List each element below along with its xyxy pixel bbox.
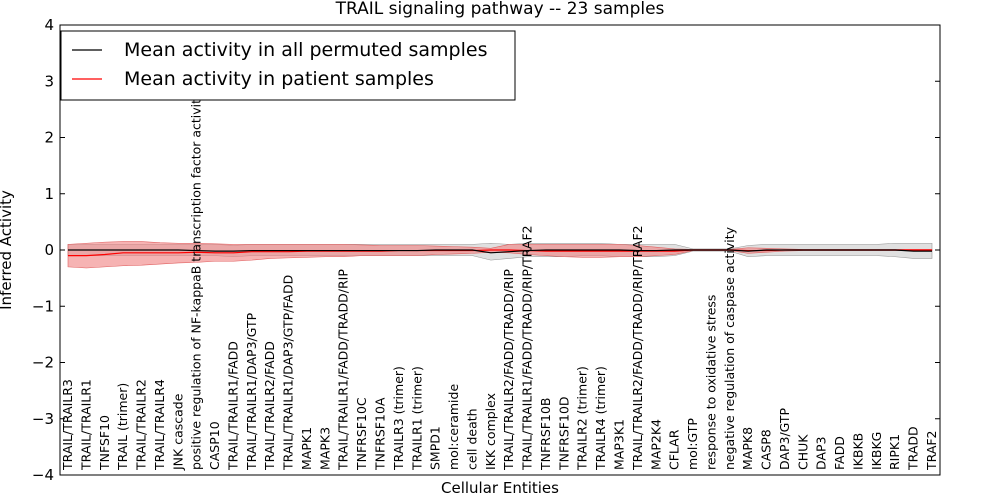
x-tick-label: MAP2K4 [648,419,663,470]
x-tick-label: MAPK8 [740,427,755,470]
x-tick-label: TRAIL/TRAILR2/FADD [262,341,277,471]
x-tick-label: TRAIL/TRAILR2/FADD/TRADD/RIP [501,269,516,471]
x-tick-label: TRAF2 [924,430,939,471]
x-tick-label: TRAIL/TRAILR1/FADD [225,341,240,471]
x-tick-label: response to oxidative stress [703,295,718,470]
x-tick-label: TRAILR1 (trimer) [409,366,424,471]
x-tick-label: mol:GTP [685,418,700,470]
x-tick-label: TRAIL/TRAILR1/DAP3/GTP/FADD [281,275,296,471]
y-tick-label: 4 [44,16,54,34]
x-tick-label: FADD [832,436,847,470]
x-tick-label: TRAIL/TRAILR2/FADD/TRADD/RIP/TRAF2 [630,225,645,471]
x-tick-label: MAPK3 [317,427,332,470]
x-tick-label: IKBKG [869,432,884,470]
y-tick-label: 3 [44,72,54,90]
series-1-line [68,249,932,254]
y-tick-label: 0 [44,241,54,259]
y-tick-label: 2 [44,129,54,147]
x-tick-label: negative regulation of caspase activity [722,226,737,470]
x-tick-label: TRAILR4 (trimer) [593,366,608,471]
x-tick-label: cell death [464,408,479,470]
x-tick-label: IKBKB [850,433,865,470]
y-tick-label: −4 [32,466,54,484]
x-tick-label: TNFRSF10A [373,397,388,471]
x-tick-label: TRAIL/TRAILR3 [60,379,75,471]
x-tick-label: TNFRSF10C [354,397,369,471]
x-axis-label: Cellular Entities [441,479,559,497]
y-axis-ticks: −4 −3 −2 −1 0 1 2 3 4 [32,16,940,484]
chart-title: TRAIL signaling pathway -- 23 samples [335,0,665,19]
x-tick-label: TRAIL/TRAILR2 [134,379,149,471]
legend-label: Mean activity in all permuted samples [124,39,487,61]
x-tick-label: TNFSF10 [97,415,112,471]
y-tick-label: 1 [44,185,54,203]
x-tick-label: CFLAR [667,429,682,470]
x-tick-label: mol:ceramide [446,384,461,470]
x-tick-label: CHUK [795,434,810,470]
x-tick-label: RIPK1 [887,434,902,470]
series-lines [68,249,932,257]
x-tick-label: positive regulation of NF-kappaB transcr… [189,91,204,470]
x-tick-label: CASP10 [207,421,222,470]
x-tick-label: IKK complex [483,393,498,470]
x-tick-label: TRAIL/TRAILR1 [78,379,93,471]
legend-label: Mean activity in patient samples [124,68,434,90]
y-tick-label: −3 [32,410,54,428]
x-tick-label: SMPD1 [428,426,443,470]
x-tick-label: TRAIL/TRAILR1/FADD/TRADD/RIP [336,269,351,471]
x-tick-label: TRAIL/TRAILR1/DAP3/GTP [244,312,259,471]
x-tick-label: TRAILR2 (trimer) [575,366,590,471]
x-tick-label: TNFRSF10B [538,398,553,471]
x-tick-label: TRAILR3 (trimer) [391,366,406,471]
x-tick-label: JNK cascade [170,393,185,471]
y-tick-label: −2 [32,354,54,372]
x-tick-label: MAP3K1 [611,419,626,470]
plot-frame [59,24,941,476]
legend-box [60,30,516,101]
x-tick-label: TRAIL (trimer) [115,383,130,471]
x-tick-label: MAPK1 [299,427,314,470]
y-tick-label: −1 [32,297,54,315]
x-tick-label: CASP8 [759,429,774,470]
x-tick-label: TRAIL/TRAILR4 [152,379,167,471]
x-tick-label: TNFRSF10D [556,396,571,471]
x-tick-label: TRAIL/TRAILR1/FADD/TRADD/RIP/TRAF2 [520,225,535,471]
legend: Mean activity in all permuted samplesMea… [60,30,516,101]
x-tick-label: DAP3/GTP [777,407,792,470]
x-tick-label: TRADD [906,426,921,471]
y-axis-label: Inferred Activity [0,190,15,310]
x-tick-label: DAP3 [814,437,829,470]
